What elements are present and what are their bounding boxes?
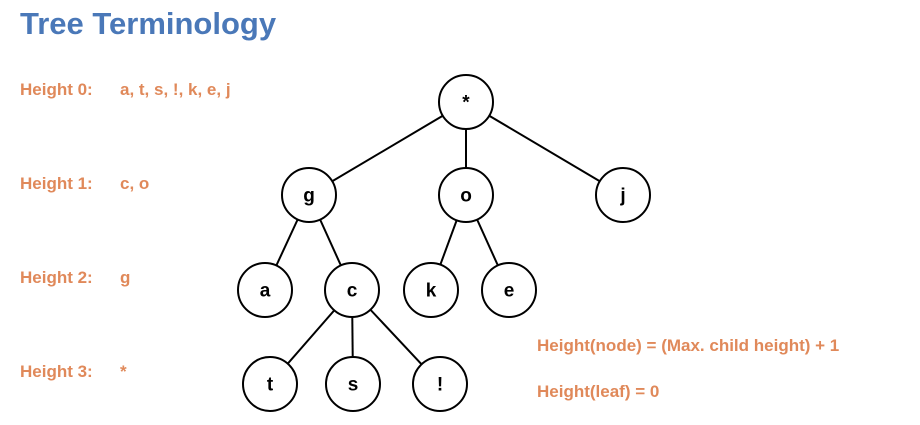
node-circle xyxy=(595,167,651,223)
node-label: k xyxy=(426,281,437,302)
edge-root-j xyxy=(465,101,624,196)
tree-node-s: s xyxy=(325,356,381,412)
node-circle xyxy=(438,167,494,223)
tree-node-g: g xyxy=(281,167,337,223)
page-title: Tree Terminology xyxy=(20,6,277,41)
height-nodes: g xyxy=(120,268,131,287)
height-label: Height 1: xyxy=(20,174,93,193)
tree-nodes: * g o j a c k e t s! xyxy=(237,74,651,412)
tree-node-root: * xyxy=(438,74,494,130)
tree-node-k: k xyxy=(403,262,459,318)
height-label: Height 3: xyxy=(20,362,93,381)
height-label: Height 0: xyxy=(20,80,93,99)
node-label: ! xyxy=(437,375,443,396)
node-label: j xyxy=(619,186,625,207)
tree-node-o: o xyxy=(438,167,494,223)
tree-node-t: t xyxy=(242,356,298,412)
node-circle xyxy=(403,262,459,318)
height-label: Height 2: xyxy=(20,268,93,287)
tree-node-c: c xyxy=(324,262,380,318)
node-label: o xyxy=(460,186,472,207)
height-nodes: c, o xyxy=(120,174,150,193)
node-circle xyxy=(324,262,380,318)
tree-node-bang: ! xyxy=(412,356,468,412)
height-row-3: Height 3: * xyxy=(20,362,127,382)
edge-root-g xyxy=(308,101,467,196)
node-circle xyxy=(412,356,468,412)
height-nodes: * xyxy=(120,362,127,381)
node-circle xyxy=(481,262,537,318)
node-circle xyxy=(242,356,298,412)
tree-node-j: j xyxy=(595,167,651,223)
node-label: s xyxy=(348,375,359,396)
formula-node-height: Height(node) = (Max. child height) + 1 xyxy=(537,336,840,355)
node-circle xyxy=(438,74,494,130)
tree-node-e: e xyxy=(481,262,537,318)
node-circle xyxy=(281,167,337,223)
node-label: e xyxy=(504,281,515,302)
height-row-0: Height 0: a, t, s, !, k, e, j xyxy=(20,80,231,100)
node-label: c xyxy=(347,281,358,302)
height-nodes: a, t, s, !, k, e, j xyxy=(120,80,231,99)
node-circle xyxy=(237,262,293,318)
formula-leaf-height: Height(leaf) = 0 xyxy=(537,382,660,401)
node-label: t xyxy=(267,375,274,396)
node-label: * xyxy=(462,93,470,114)
node-label: g xyxy=(303,186,315,207)
height-row-1: Height 1: c, o xyxy=(20,174,149,194)
node-label: a xyxy=(260,281,271,302)
tree-edges xyxy=(264,101,624,385)
tree-node-a: a xyxy=(237,262,293,318)
node-circle xyxy=(325,356,381,412)
height-row-2: Height 2: g xyxy=(20,268,130,288)
